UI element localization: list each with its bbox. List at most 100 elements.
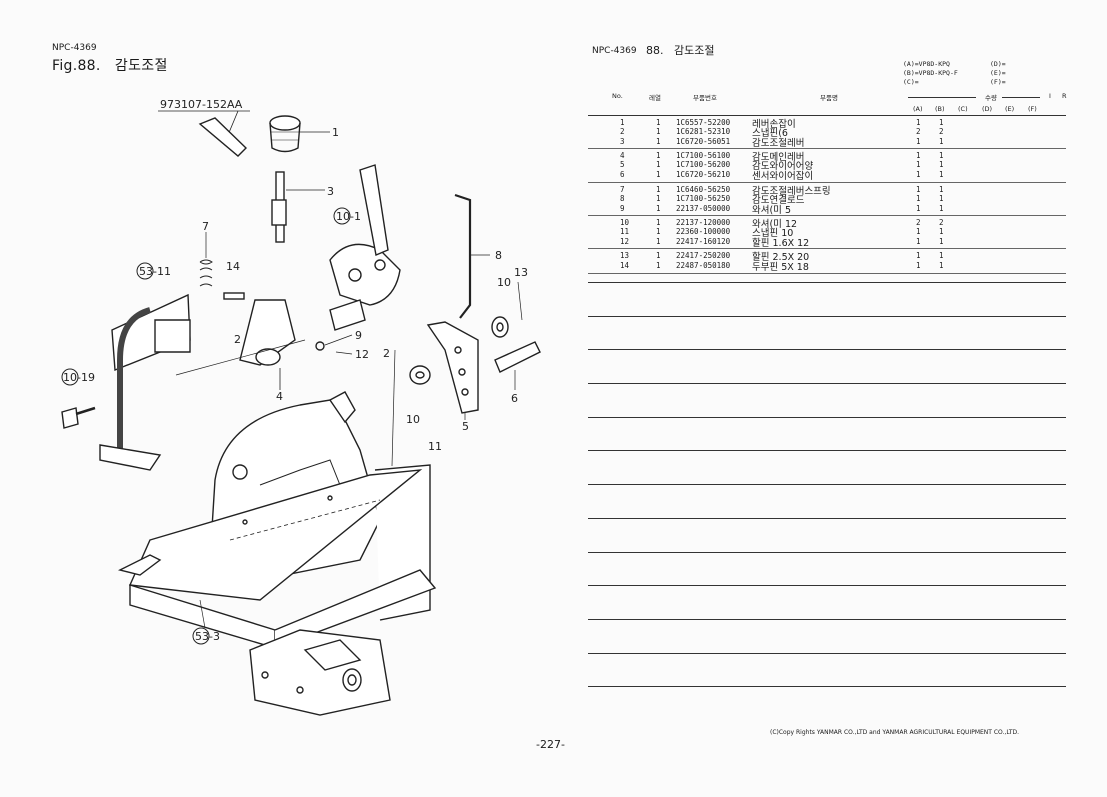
row-part-name: 센서와이어잡이 <box>752 171 814 182</box>
row-qty-b: 1 <box>939 185 944 194</box>
row-part-name: 감도연결로드 <box>752 195 805 206</box>
grease-tube <box>198 117 247 157</box>
row-part-no: 22487-050180 <box>676 261 731 270</box>
row-part-no: 1C6460-56250 <box>676 185 731 194</box>
row-part-no: 22360-100000 <box>676 227 731 236</box>
row-qty-a: 1 <box>916 151 921 160</box>
row-part-no: 22417-250200 <box>676 251 731 260</box>
row-no: 5 <box>620 160 625 169</box>
row-ref: 1 <box>656 160 661 169</box>
header-r: R <box>1062 92 1067 100</box>
blank-rule <box>588 552 1066 553</box>
group-rule <box>588 182 1066 183</box>
callout-8: 8 <box>495 249 502 262</box>
callout-53-3: 53-3 <box>195 630 220 643</box>
qty-col-a: (A) <box>913 105 923 113</box>
row-qty-a: 1 <box>916 137 921 146</box>
row-ref: 1 <box>656 237 661 246</box>
table-row: 7 1 1C6460-56250 감도조절레버스프링 1 1 <box>588 185 1066 197</box>
group-rule <box>588 215 1066 216</box>
model-c: (C)= <box>903 78 919 86</box>
row-qty-a: 1 <box>916 194 921 203</box>
callout-10b: 10 <box>406 413 420 426</box>
row-ref: 1 <box>656 204 661 213</box>
blank-rule <box>588 653 1066 654</box>
row-qty-b: 1 <box>939 151 944 160</box>
qty-col-c: (C) <box>958 105 968 113</box>
qty-col-f: (F) <box>1028 105 1037 113</box>
row-part-no: 1C7100-56200 <box>676 160 731 169</box>
row-part-name: 두부핀 5X 18 <box>752 262 809 273</box>
row-qty-a: 2 <box>916 218 921 227</box>
callout-12: 12 <box>355 348 369 361</box>
group-rule <box>588 248 1066 249</box>
row-ref: 1 <box>656 185 661 194</box>
callout-7: 7 <box>202 220 209 233</box>
header-qty: 수량 <box>985 94 997 102</box>
row-qty-a: 1 <box>916 185 921 194</box>
callout-2b: 2 <box>383 347 390 360</box>
callout-13: 13 <box>514 266 528 279</box>
row-part-name: 스냅핀 10 <box>752 228 794 239</box>
row-ref: 1 <box>656 170 661 179</box>
row-ref: 1 <box>656 118 661 127</box>
row-ref: 1 <box>656 137 661 146</box>
row-part-name: 감도조절레버스프링 <box>752 186 831 197</box>
callout-9: 9 <box>355 329 362 342</box>
callout-3: 3 <box>327 185 334 198</box>
row-part-no: 1C6557-52200 <box>676 118 731 127</box>
callout-4: 4 <box>276 390 283 403</box>
callout-10-19: 10-19 <box>63 371 95 384</box>
row-qty-b: 2 <box>939 127 944 136</box>
row-part-no: 1C7100-56250 <box>676 194 731 203</box>
blank-rule <box>588 417 1066 418</box>
row-qty-b: 1 <box>939 204 944 213</box>
row-qty-b: 1 <box>939 261 944 270</box>
row-no: 7 <box>620 185 625 194</box>
blank-rule <box>588 686 1066 687</box>
header-i: I <box>1049 92 1051 100</box>
row-part-name: 감도와이어어양 <box>752 161 814 172</box>
row-part-no: 22137-120000 <box>676 218 731 227</box>
left-figure-title: Fig.88. 감도조절 <box>52 55 168 75</box>
qty-rule-left <box>908 97 976 98</box>
header-part-name: 부품명 <box>820 94 838 102</box>
callout-11: 11 <box>428 440 442 453</box>
model-legend-right: (D)= (E)= (F)= <box>990 60 1006 87</box>
row-part-no: 1C6720-56051 <box>676 137 731 146</box>
row-part-no: 1C6281-52310 <box>676 127 731 136</box>
row-ref: 1 <box>656 227 661 236</box>
model-a: (A)=VP8D-KPQ <box>903 60 950 68</box>
row-qty-b: 1 <box>939 118 944 127</box>
row-qty-b: 1 <box>939 251 944 260</box>
row-no: 10 <box>620 218 630 227</box>
copyright-text: (C)Copy Rights YANMAR CO.,LTD and YANMAR… <box>770 729 1020 736</box>
row-no: 1 <box>620 118 625 127</box>
row-ref: 1 <box>656 194 661 203</box>
blank-rule <box>588 282 1066 283</box>
group-rule <box>588 148 1066 149</box>
right-figure-title: 88. 감도조절 <box>646 42 714 58</box>
row-part-no: 1C7100-56100 <box>676 151 731 160</box>
row-part-name: 스냅핀(6 <box>752 128 788 139</box>
row-no: 14 <box>620 261 630 270</box>
right-doc-code: NPC-4369 <box>592 46 637 56</box>
callout-10-1: 10-1 <box>336 210 361 223</box>
row-part-name: 와셔(미 12 <box>752 219 798 230</box>
blank-rule <box>588 518 1066 519</box>
row-ref: 1 <box>656 218 661 227</box>
row-qty-a: 1 <box>916 118 921 127</box>
blank-rule <box>588 484 1066 485</box>
model-legend-left: (A)=VP8D-KPQ (B)=VP8D-KPQ-F (C)= <box>903 60 958 87</box>
group-rule <box>588 273 1066 274</box>
